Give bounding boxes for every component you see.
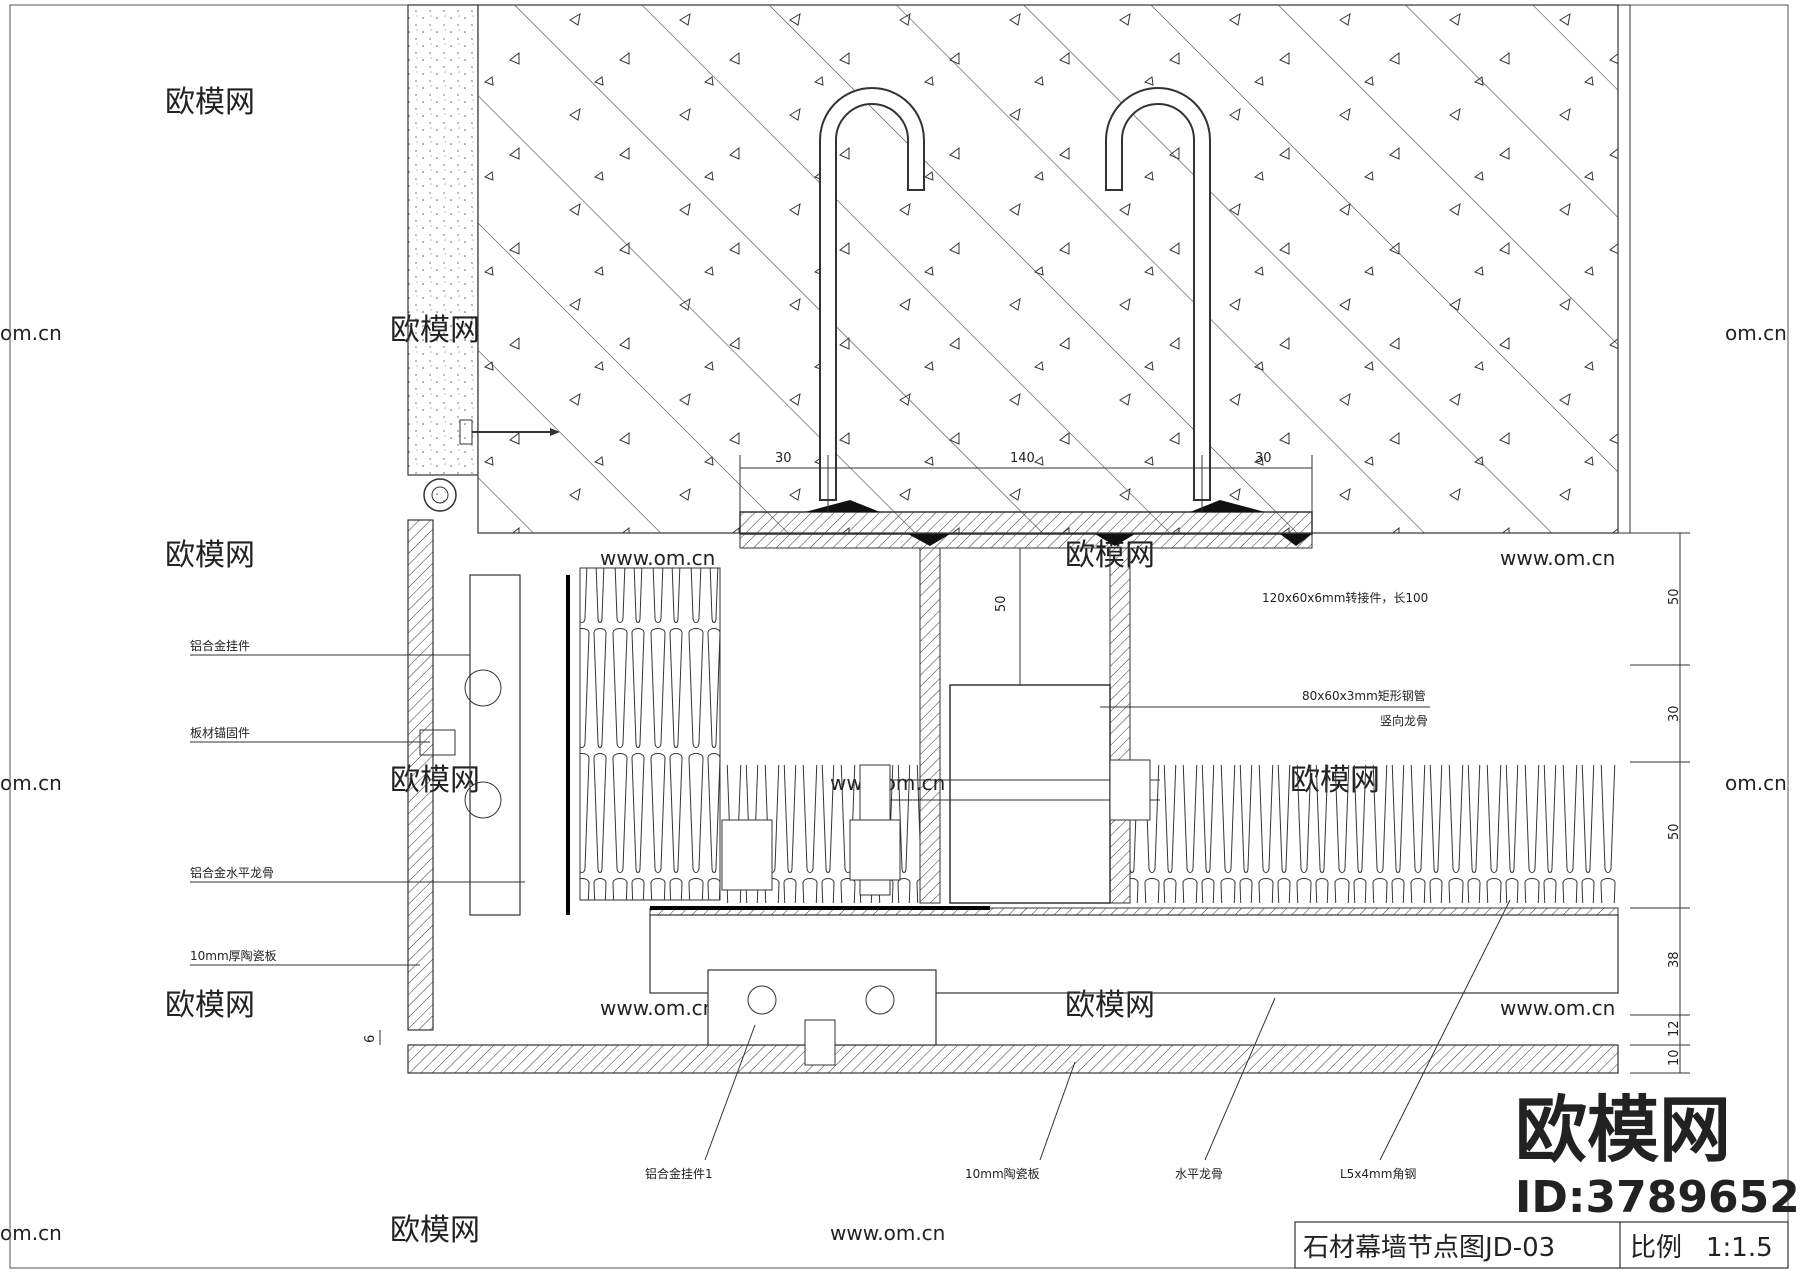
label-panel-anchor: 板材锚固件: [190, 725, 250, 740]
watermark-url: www.om.cn: [1500, 996, 1615, 1020]
aluminum-hanger-profile: [469, 574, 521, 916]
watermark-url: www.om.cn: [1500, 546, 1615, 570]
bolt-bottom: [804, 1019, 836, 1066]
watermark-url-short: om.cn: [0, 321, 62, 345]
concrete-aggregate: [478, 5, 1618, 533]
bolt-hole: [464, 781, 502, 819]
wall-edge: [1617, 4, 1631, 534]
connector-leg-left: [919, 547, 941, 904]
anchor-nail: [423, 419, 560, 512]
label-angle-steel: L5x4mm角钢: [1340, 1167, 1416, 1181]
ceramic-panel-vertical: [407, 519, 434, 1031]
bolt-hole: [747, 985, 777, 1015]
bolt: [849, 759, 1160, 896]
weld: [1190, 500, 1265, 512]
j-hook-anchor-right: [1105, 87, 1211, 501]
weld: [1095, 534, 1135, 546]
watermark-brand-cn: 欧模网: [165, 538, 255, 573]
title-block: [1294, 1221, 1789, 1269]
scale-label: 比例: [1630, 1233, 1682, 1263]
dimension-top: [739, 455, 1313, 512]
logo-id: ID:3789652: [1515, 1172, 1800, 1223]
dimension-right-4: 38: [1667, 951, 1682, 968]
watermark-url-short: om.cn: [1725, 771, 1787, 795]
watermark-url: www.om.cn: [600, 546, 715, 570]
rectangular-steel-tube: [949, 684, 1111, 904]
insulation-bottom-right: [1130, 765, 1618, 903]
dimension-top-right: 30: [1255, 451, 1272, 466]
watermark-url-short: om.cn: [0, 1221, 62, 1245]
j-hook-anchor-left: [819, 87, 925, 501]
label-horizontal-keel: 水平龙骨: [1175, 1167, 1223, 1181]
label-vertical-keel: 竖向龙骨: [1380, 713, 1428, 728]
watermark-brand-cn: 欧模网: [165, 988, 255, 1023]
leader-lines-bottom: [704, 899, 1511, 1161]
bolt-hole: [865, 985, 895, 1015]
dimension-right-1: 50: [1667, 588, 1682, 605]
connector-leg-right: [1109, 547, 1131, 904]
label-steel-tube-spec: 80x60x3mm矩形钢管: [1302, 688, 1426, 703]
watermark-brand-cn: 欧模网: [1065, 988, 1155, 1023]
dimension-right-chain: [1630, 532, 1690, 1074]
label-connector-spec: 120x60x6mm转接件，长100: [1262, 590, 1428, 605]
watermark-url: www.om.cn: [600, 996, 715, 1020]
label-ceramic-panel-10mm-thick: 10mm厚陶瓷板: [190, 948, 277, 963]
bolt: [721, 819, 773, 891]
ceramic-panel-horizontal: [407, 1044, 1619, 1074]
logo-brand: 欧模网: [1515, 1088, 1731, 1172]
label-aluminum-hanger: 铝合金挂件: [190, 638, 250, 653]
watermark-url-short: om.cn: [1725, 321, 1787, 345]
watermark-url-short: om.cn: [0, 771, 62, 795]
dimension-right-6: 10: [1667, 1049, 1682, 1066]
dimension-inner-vertical: 50: [994, 595, 1009, 612]
horizontal-keel: [649, 914, 1619, 994]
label-aluminum-hanger-1: 铝合金挂件1: [645, 1166, 713, 1181]
leader-lines-left: [190, 654, 525, 966]
drawing-title: 石材幕墙节点图JD-03: [1303, 1233, 1555, 1263]
dimension-right-2: 30: [1667, 705, 1682, 722]
embedded-steel-plate: [739, 511, 1313, 535]
dimension-left-bottom: 6: [363, 1035, 378, 1043]
dimension-top-left: 30: [775, 451, 792, 466]
watermark-brand-cn: 欧模网: [390, 763, 480, 798]
watermark-url: www.om.cn: [830, 1221, 945, 1245]
dimension-right-3: 50: [1667, 823, 1682, 840]
watermark-brand-cn: 欧模网: [390, 1213, 480, 1248]
scale-value: 1:1.5: [1706, 1233, 1773, 1263]
watermark-brand-cn: 欧模网: [165, 85, 255, 120]
masonry-wall: [407, 4, 479, 476]
connector-flange: [739, 533, 1313, 549]
insulation-left: [579, 567, 721, 901]
bolt-hole: [464, 669, 502, 707]
dimension-top-middle: 140: [1010, 451, 1035, 466]
weld: [805, 500, 880, 512]
dimension-right-5: 12: [1667, 1020, 1682, 1037]
label-ceramic-panel-10mm: 10mm陶瓷板: [965, 1166, 1040, 1181]
weld: [1280, 534, 1312, 546]
label-aluminum-horizontal-keel: 铝合金水平龙骨: [190, 865, 274, 880]
weld: [908, 534, 950, 546]
